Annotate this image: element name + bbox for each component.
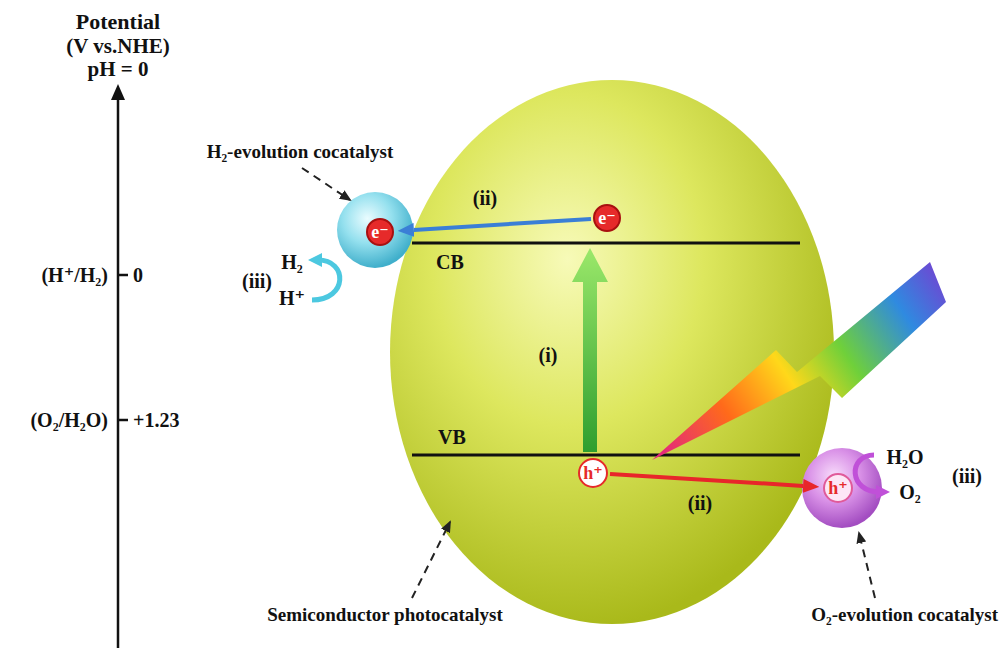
carrier-symbol: h⁺ — [828, 479, 848, 497]
transfer-arrow — [610, 474, 803, 486]
carrier-symbol: e⁻ — [598, 209, 616, 227]
step-number: (iii) — [242, 270, 272, 292]
hole-dot: h⁺ — [578, 458, 608, 488]
part-label: H₂-evolution cocatalyst — [207, 142, 394, 163]
step-number: (iii) — [952, 465, 982, 487]
axis-tick — [118, 419, 128, 422]
band-label: VB — [438, 426, 466, 448]
excitation-arrow — [572, 248, 608, 452]
leader-line — [302, 168, 350, 200]
carrier-symbol: e⁻ — [371, 223, 389, 241]
leader-line — [412, 522, 450, 598]
light-bolt — [652, 262, 946, 460]
redox-couple: (O₂/H₂O) — [30, 409, 108, 431]
potential-value: 0 — [133, 264, 143, 286]
axis-arrowhead — [111, 84, 125, 100]
valence-band-line — [412, 454, 800, 457]
oxidation-arrow — [855, 455, 880, 492]
part-label: O₂-evolution cocatalyst — [811, 605, 998, 626]
potential-value: +1.23 — [133, 409, 179, 431]
species-label: O₂ — [899, 481, 921, 503]
step-number: (ii) — [473, 187, 497, 209]
species-label: H₂O — [886, 446, 923, 468]
leader-line — [859, 533, 875, 598]
axis-tick — [118, 274, 128, 277]
species-label: H⁺ — [279, 287, 305, 309]
h2-cocatalyst-sphere — [337, 192, 413, 268]
hole-dot: h⁺ — [823, 473, 853, 503]
axis-condition: pH = 0 — [88, 58, 149, 81]
band-label: CB — [436, 251, 464, 273]
transfer-arrow — [414, 219, 591, 230]
potential-axis — [117, 96, 120, 648]
step-number: (i) — [539, 344, 558, 366]
electron-dot: e⁻ — [366, 218, 394, 246]
semiconductor-sphere — [390, 80, 834, 624]
o2-cocatalyst-sphere — [802, 448, 882, 528]
reduction-arrow — [312, 260, 340, 300]
conduction-band-line — [412, 242, 800, 245]
axis-title: Potential — [76, 10, 160, 34]
part-label: Semiconductor photocatalyst — [267, 605, 503, 626]
electron-dot: e⁻ — [593, 204, 621, 232]
axis-unit: (V vs.NHE) — [66, 35, 169, 58]
step-number: (ii) — [688, 492, 712, 514]
species-label: H₂ — [281, 251, 303, 273]
redox-couple: (H⁺/H₂) — [41, 264, 108, 286]
carrier-symbol: h⁺ — [583, 464, 603, 482]
